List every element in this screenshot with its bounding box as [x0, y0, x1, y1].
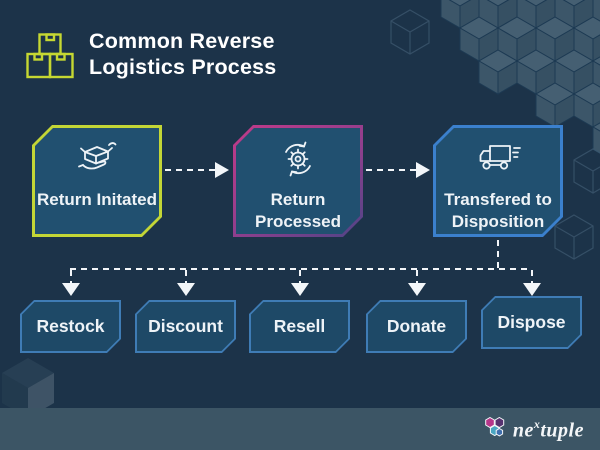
- arrow-step2-step3-head: [416, 162, 430, 178]
- arrow-resell-head: [291, 283, 309, 296]
- stacked-boxes-icon: [26, 33, 74, 79]
- connector-horizontal-line: [70, 268, 532, 270]
- disposition-box-dispose: Dispose: [481, 296, 582, 349]
- disposition-box-restock: Restock: [20, 300, 121, 353]
- option-fill: [22, 302, 119, 351]
- brand-prefix: ne: [512, 419, 534, 442]
- disposition-label: Discount: [148, 316, 223, 336]
- brand-sup: x: [533, 416, 541, 431]
- arrow-dispose-head: [523, 283, 541, 296]
- disposition-box-discount: Discount: [135, 300, 236, 353]
- brand-logo: nextuple: [483, 417, 584, 443]
- page-title: Common Reverse Logistics Process: [89, 29, 277, 80]
- connector-restock-stub: [70, 270, 72, 283]
- arrow-step1-step2-head: [215, 162, 229, 178]
- step-label: Return Initated: [37, 190, 157, 209]
- option-fill: [137, 302, 234, 351]
- brand-name: nextuple: [512, 416, 584, 443]
- disposition-label: Resell: [273, 316, 326, 336]
- connector-discount-stub: [185, 270, 187, 283]
- step-box-return-initiated: Return Initated: [32, 125, 162, 237]
- connector-resell-stub: [299, 270, 301, 283]
- step-box-return-processed: Return Processed: [233, 125, 363, 237]
- delivery-truck-icon: [479, 145, 521, 170]
- disposition-label: Donate: [386, 316, 447, 336]
- arrow-donate-head: [408, 283, 426, 296]
- cube-pattern-bottom-left: [2, 358, 54, 418]
- arrow-discount-head: [177, 283, 195, 296]
- step-label: Transfered to Disposition: [444, 190, 552, 232]
- step-label: Return Processed: [255, 190, 341, 232]
- option-fill: [251, 302, 348, 351]
- connector-donate-stub: [416, 270, 418, 283]
- option-fill: [368, 302, 465, 351]
- nextuple-hexagon-logo-icon: [485, 417, 505, 437]
- disposition-label: Restock: [36, 316, 105, 336]
- arrow-step1-step2-line: [165, 169, 215, 171]
- step-box-transferred-to-disposition: Transfered to Disposition: [433, 125, 563, 237]
- arrow-step2-step3-line: [366, 169, 416, 171]
- process-gear-icon: [285, 141, 311, 177]
- disposition-box-donate: Donate: [366, 300, 467, 353]
- step-fill: [35, 128, 159, 234]
- disposition-label: Dispose: [497, 312, 566, 332]
- brand-suffix: tuple: [540, 419, 584, 442]
- arrow-restock-head: [62, 283, 80, 296]
- connector-step3-down-line: [497, 240, 499, 269]
- return-package-icon: [78, 142, 117, 170]
- connector-dispose-stub: [531, 270, 533, 283]
- option-fill: [483, 298, 580, 347]
- disposition-box-resell: Resell: [249, 300, 350, 353]
